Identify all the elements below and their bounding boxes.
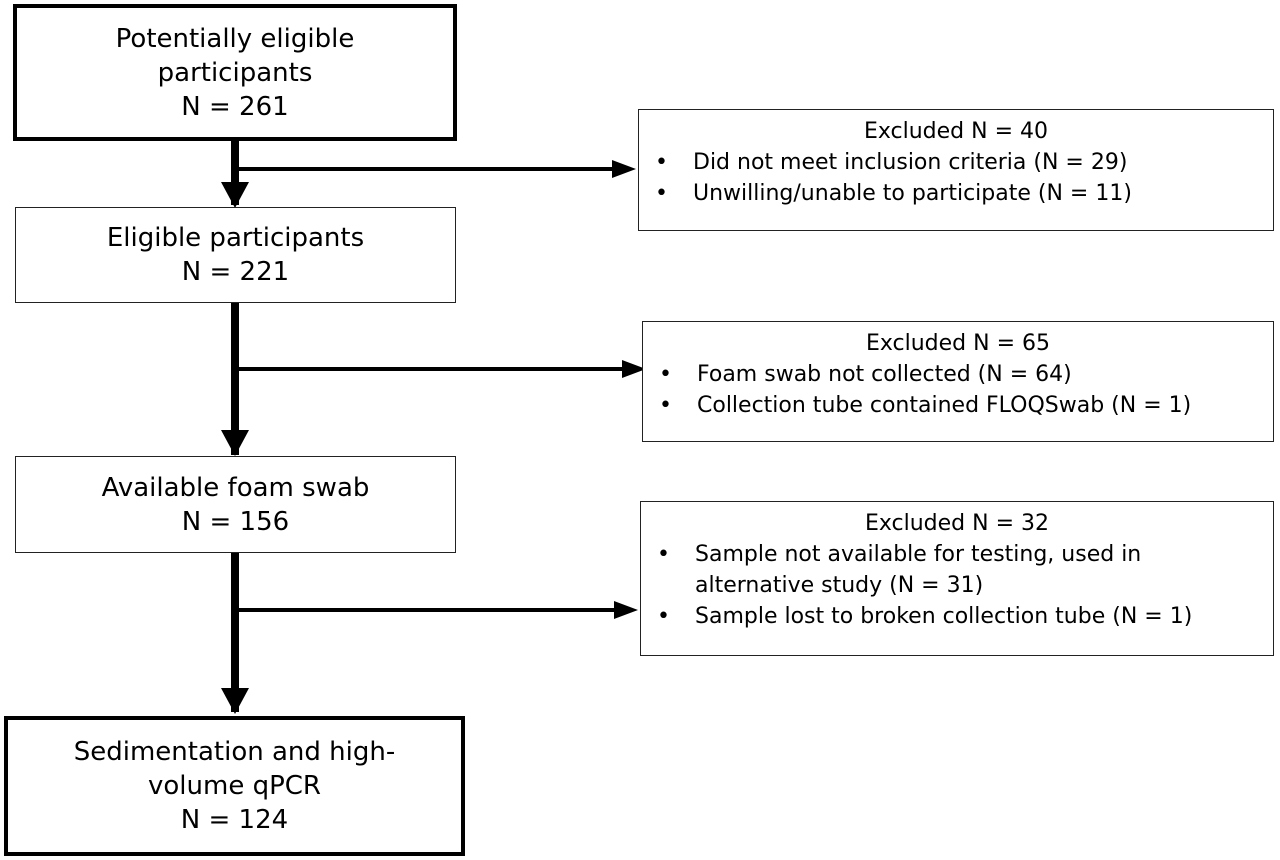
bullet-icon: • <box>655 150 668 175</box>
step-count: N = 261 <box>181 91 289 122</box>
exclusion-item: • Collection tube contained FLOQSwab (N … <box>653 390 1263 421</box>
exclusion-item: • Sample not available for testing, used… <box>651 539 1263 601</box>
exclusion-item: • Did not meet inclusion criteria (N = 2… <box>649 147 1263 178</box>
arrowhead-exclusion-3 <box>614 601 638 619</box>
bullet-icon: • <box>659 393 672 418</box>
step-count: N = 156 <box>181 506 290 537</box>
arrowhead-step4 <box>221 688 249 714</box>
step-available-foam-swab: Available foam swab N = 156 <box>15 456 456 553</box>
step-label-line: Eligible participants <box>106 223 365 253</box>
arrowhead-step2 <box>221 182 249 208</box>
step-label-line: Potentially eligible <box>115 23 355 54</box>
bullet-icon: • <box>659 362 672 387</box>
exclusion-box-1: Excluded N = 40 • Did not meet inclusion… <box>638 109 1274 231</box>
arrowhead-exclusion-1 <box>612 160 636 178</box>
exclusion-header: Excluded N = 32 <box>864 511 1049 536</box>
step-potentially-eligible: Potentially eligible participants N = 26… <box>13 4 457 141</box>
step-count: N = 124 <box>180 805 289 835</box>
exclusion-item-text: Collection tube contained FLOQSwab (N = … <box>697 393 1192 418</box>
step-count: N = 221 <box>181 257 290 287</box>
exclusion-item-text: Sample not available for testing, used i… <box>695 542 1142 567</box>
exclusion-item-text: alternative study (N = 31) <box>695 573 984 598</box>
exclusion-item-text: Foam swab not collected (N = 64) <box>697 362 1072 387</box>
arrowhead-exclusion-2 <box>622 360 646 378</box>
exclusion-header: Excluded N = 65 <box>865 331 1050 356</box>
exclusion-item: • Sample lost to broken collection tube … <box>651 601 1263 632</box>
exclusion-item-text: Unwilling/unable to participate (N = 11) <box>693 181 1132 206</box>
step-label-line: Sedimentation and high- <box>73 737 396 767</box>
step-eligible: Eligible participants N = 221 <box>15 207 456 303</box>
bullet-icon: • <box>657 542 670 567</box>
exclusion-item-text: Did not meet inclusion criteria (N = 29) <box>693 150 1128 175</box>
bullet-icon: • <box>657 604 670 629</box>
exclusion-list: • Foam swab not collected (N = 64) • Col… <box>653 359 1263 421</box>
bullet-icon: • <box>655 181 668 206</box>
exclusion-item: • Unwilling/unable to participate (N = 1… <box>649 178 1263 209</box>
exclusion-list: • Did not meet inclusion criteria (N = 2… <box>649 147 1263 209</box>
exclusion-box-2: Excluded N = 65 • Foam swab not collecte… <box>642 321 1274 442</box>
step-label-line: Available foam swab <box>101 472 370 503</box>
exclusion-box-3: Excluded N = 32 • Sample not available f… <box>640 501 1274 656</box>
exclusion-header: Excluded N = 40 <box>863 119 1048 144</box>
step-label-line: participants <box>157 57 313 88</box>
exclusion-item: • Foam swab not collected (N = 64) <box>653 359 1263 390</box>
arrowhead-step3 <box>221 430 249 456</box>
step-label-line: volume qPCR <box>148 771 321 801</box>
exclusion-list: • Sample not available for testing, used… <box>651 539 1263 632</box>
exclusion-item-text: Sample lost to broken collection tube (N… <box>695 604 1193 629</box>
step-sedimentation-qpcr: Sedimentation and high- volume qPCR N = … <box>4 716 465 856</box>
